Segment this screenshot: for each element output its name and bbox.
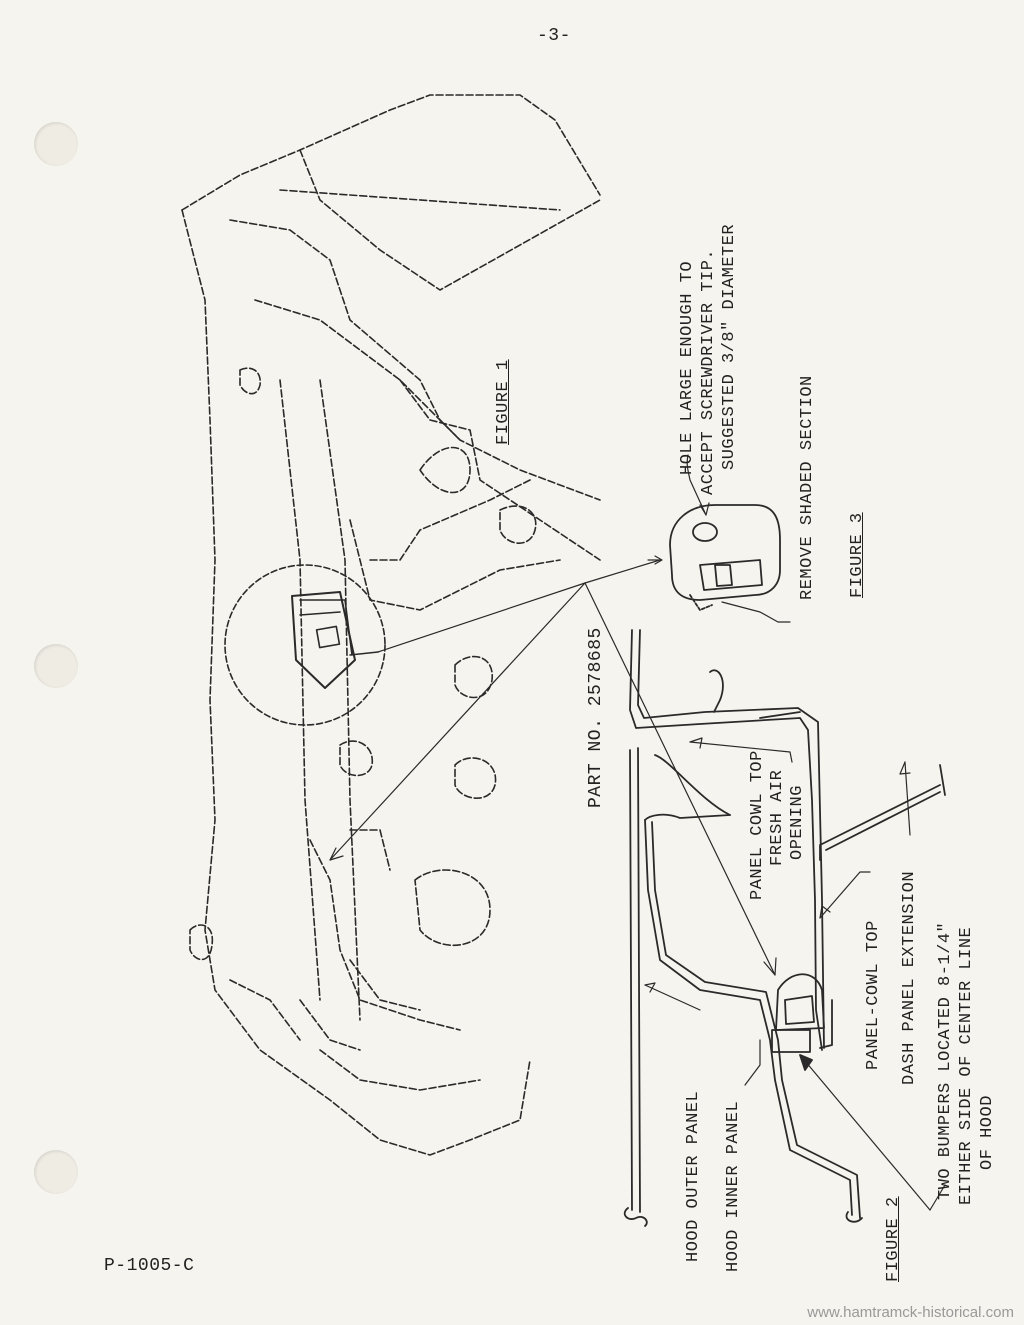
- dash-panel-extension-label: DASH PANEL EXTENSION: [900, 870, 919, 1085]
- hole-label-line-3: SUGGESTED 3/8" DIAMETER: [720, 223, 739, 470]
- fresh-air-label-line-2: FRESH AIR: [768, 769, 787, 866]
- bumpers-label-line-3: OF HOOD: [978, 1095, 997, 1170]
- fresh-air-label-line-1: PANEL COWL TOP: [748, 750, 767, 900]
- figure-3-caption: FIGURE 3: [848, 512, 867, 598]
- fresh-air-label-line-3: OPENING: [788, 785, 807, 860]
- hole-label-line-2: ACCEPT SCREWDRIVER TIP.: [699, 248, 718, 495]
- figure-2-caption: FIGURE 2: [884, 1196, 903, 1282]
- binder-hole: [34, 644, 78, 688]
- panel-cowl-top-label: PANEL-COWL TOP: [864, 920, 883, 1070]
- document-code: P-1005-C: [104, 1256, 195, 1276]
- part-number-label: PART NO. 2578685: [586, 627, 606, 808]
- figure-1-caption: FIGURE 1: [494, 359, 513, 445]
- figure-2-drawing: [623, 629, 946, 1227]
- binder-hole: [34, 122, 78, 166]
- binder-hole: [34, 1150, 78, 1194]
- watermark: www.hamtramck-historical.com: [807, 1304, 1014, 1321]
- hole-label-line-1: HOLE LARGE ENOUGH TO: [678, 260, 697, 475]
- leader-lines: [329, 555, 777, 976]
- bumpers-label-line-2: EITHER SIDE OF CENTER LINE: [957, 926, 976, 1205]
- magnifier-detail: [224, 564, 386, 726]
- remove-shaded-label: REMOVE SHADED SECTION: [798, 375, 817, 600]
- hood-inner-panel-label: HOOD INNER PANEL: [724, 1100, 743, 1272]
- figure-3-drawing: [669, 454, 791, 623]
- hood-outer-panel-label: HOOD OUTER PANEL: [684, 1090, 703, 1262]
- bumpers-label-line-1: TWO BUMPERS LOCATED 8-1/4": [936, 921, 955, 1200]
- figure-1-drawing: [181, 94, 601, 1156]
- page-number: -3-: [537, 26, 571, 46]
